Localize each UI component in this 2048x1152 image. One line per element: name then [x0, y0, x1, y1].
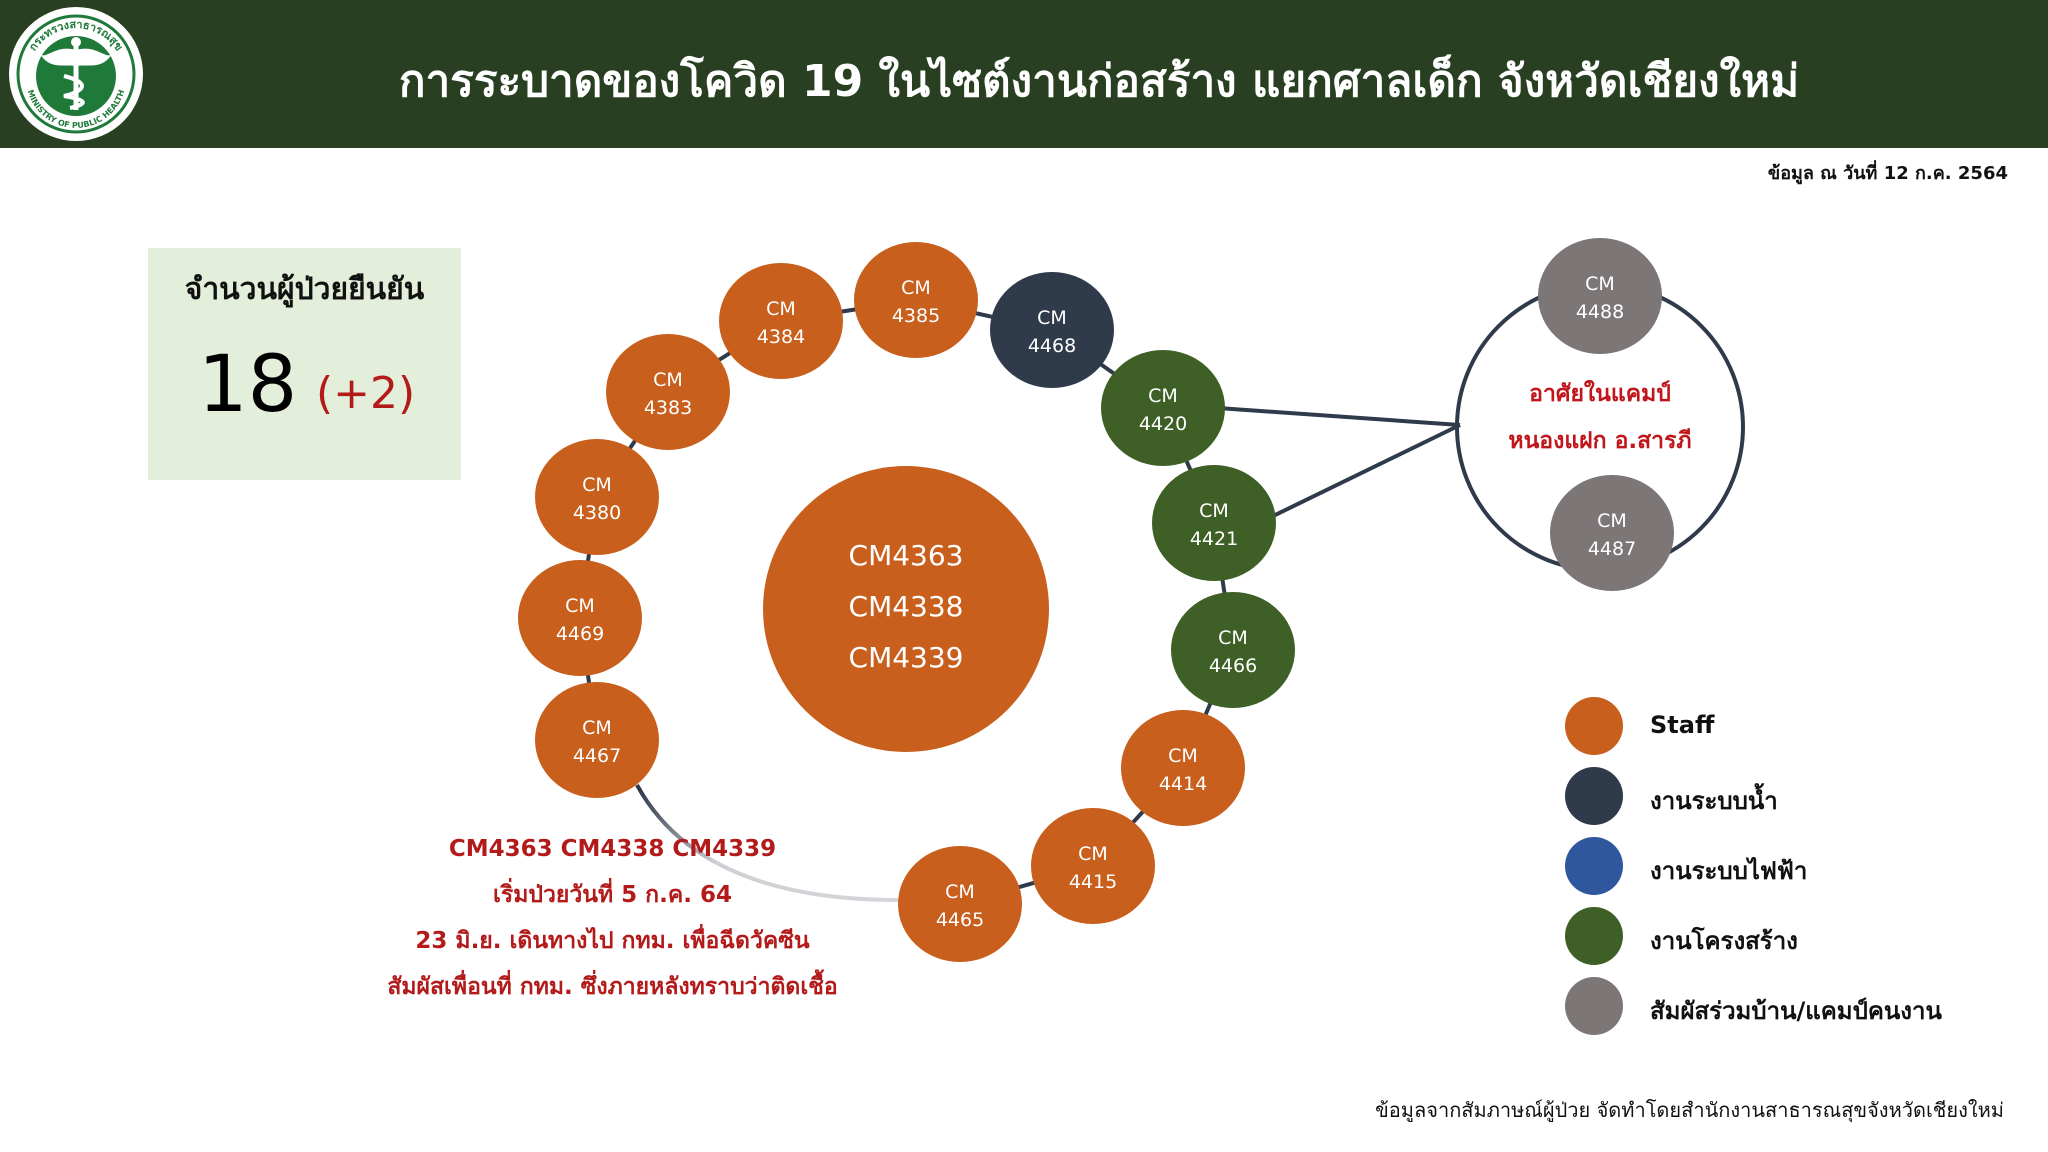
case-node-circle [535, 439, 659, 555]
case-node-id: 4466 [1209, 655, 1257, 677]
source-cluster-label: CM4363 [849, 539, 964, 572]
case-node-4487: CM 4487 [1550, 475, 1674, 591]
note-line: เริ่มป่วยวันที่ 5 ก.ค. 64 [493, 882, 732, 908]
case-node-4488: CM 4488 [1538, 238, 1662, 354]
legend-label: Staff [1650, 711, 1715, 739]
case-node-prefix: CM [1585, 273, 1615, 295]
case-node-prefix: CM [1597, 510, 1627, 532]
page-title: การระบาดของโควิด 19 ในไซต์งานก่อสร้าง แย… [398, 56, 1800, 107]
case-node-id: 4414 [1159, 773, 1207, 795]
camp-label: อาศัยในแคมป์ [1529, 379, 1671, 407]
case-node-4385: CM 4385 [854, 242, 978, 358]
case-node-prefix: CM [1037, 307, 1067, 329]
case-node-4383: CM 4383 [606, 334, 730, 450]
case-node-circle [535, 682, 659, 798]
case-node-4380: CM 4380 [535, 439, 659, 555]
case-node-prefix: CM [1078, 843, 1108, 865]
case-node-id: 4385 [892, 305, 940, 327]
case-node-id: 4383 [644, 397, 692, 419]
camp-link [1217, 406, 1461, 427]
case-node-prefix: CM [653, 369, 683, 391]
case-node-prefix: CM [1148, 385, 1178, 407]
case-node-id: 4415 [1069, 871, 1117, 893]
case-node-id: 4384 [757, 326, 805, 348]
case-node-4465: CM 4465 [898, 846, 1022, 962]
case-node-prefix: CM [945, 881, 975, 903]
case-node-4466: CM 4466 [1171, 592, 1295, 708]
legend-swatch [1565, 697, 1623, 755]
case-node-circle [1101, 350, 1225, 466]
case-node-id: 4465 [936, 909, 984, 931]
header-bar: กระทรวงสาธารณสุข MINISTRY OF PUBLIC HEAL… [0, 0, 2048, 148]
case-node-prefix: CM [582, 717, 612, 739]
case-node-circle [854, 242, 978, 358]
legend-label: งานโครงสร้าง [1650, 927, 1798, 955]
case-node-circle [990, 272, 1114, 388]
legend-swatch [1565, 907, 1623, 965]
case-node-circle [1171, 592, 1295, 708]
confirmed-cases-label: จำนวนผู้ป่วยยืนยัน [184, 272, 425, 307]
case-node-id: 4468 [1028, 335, 1076, 357]
case-node-circle [1031, 808, 1155, 924]
case-node-circle [1538, 238, 1662, 354]
confirmed-cases-box: จำนวนผู้ป่วยยืนยัน 18 (+2) [148, 248, 461, 480]
case-node-id: 4488 [1576, 301, 1624, 323]
case-node-prefix: CM [582, 474, 612, 496]
case-node-circle [1152, 465, 1276, 581]
source-cluster-circle [763, 466, 1049, 752]
case-node-4415: CM 4415 [1031, 808, 1155, 924]
case-node-prefix: CM [901, 277, 931, 299]
note-line: 23 มิ.ย. เดินทางไป กทม. เพื่อฉีดวัคซีน [415, 928, 810, 954]
camp-link [1268, 423, 1461, 520]
case-node-4469: CM 4469 [518, 560, 642, 676]
note-line: สัมผัสเพื่อนที่ กทม. ซึ่งภายหลังทราบว่าต… [387, 974, 838, 1000]
confirmed-cases-value: 18 [198, 340, 298, 430]
case-node-circle [518, 560, 642, 676]
case-node-circle [606, 334, 730, 450]
case-node-prefix: CM [1168, 745, 1198, 767]
case-node-4467: CM 4467 [535, 682, 659, 798]
contact-link [635, 784, 899, 902]
case-node-4468: CM 4468 [990, 272, 1114, 388]
camp-label: หนองแฝก อ.สารภี [1508, 428, 1691, 454]
note-line: CM4363 CM4338 CM4339 [448, 836, 777, 862]
legend-swatch [1565, 837, 1623, 895]
source-cluster-note: CM4363 CM4338 CM4339 เริ่มป่วยวันที่ 5 ก… [340, 826, 885, 1010]
case-node-id: 4487 [1588, 538, 1636, 560]
case-node-circle [1121, 710, 1245, 826]
source-cluster-label: CM4339 [849, 641, 964, 674]
case-node-prefix: CM [565, 595, 595, 617]
case-node-4421: CM 4421 [1152, 465, 1276, 581]
case-node-circle [898, 846, 1022, 962]
case-node-prefix: CM [1218, 627, 1248, 649]
case-node-prefix: CM [766, 298, 796, 320]
case-node-4414: CM 4414 [1121, 710, 1245, 826]
case-node-circle [1550, 475, 1674, 591]
legend-label: สัมผัสร่วมบ้าน/แคมป์คนงาน [1650, 997, 1942, 1025]
case-node-id: 4467 [573, 745, 621, 767]
case-node-prefix: CM [1199, 500, 1229, 522]
case-node-id: 4380 [573, 502, 621, 524]
legend-label: งานระบบน้ำ [1650, 787, 1778, 815]
confirmed-cases-delta: (+2) [316, 368, 416, 419]
legend-swatch [1565, 767, 1623, 825]
case-node-circle [719, 263, 843, 379]
data-date-note: ข้อมูล ณ วันที่ 12 ก.ค. 2564 [1767, 163, 2008, 184]
case-node-4384: CM 4384 [719, 263, 843, 379]
legend-swatch [1565, 977, 1623, 1035]
ministry-logo-icon: กระทรวงสาธารณสุข MINISTRY OF PUBLIC HEAL… [9, 7, 143, 141]
case-node-id: 4421 [1190, 528, 1238, 550]
case-node-4420: CM 4420 [1101, 350, 1225, 466]
legend-label: งานระบบไฟฟ้า [1650, 857, 1808, 885]
case-node-id: 4420 [1139, 413, 1187, 435]
source-cluster-label: CM4338 [849, 590, 964, 623]
case-node-id: 4469 [556, 623, 604, 645]
source-credit: ข้อมูลจากสัมภาษณ์ผู้ป่วย จัดทำโดยสำนักงา… [1375, 1098, 2004, 1122]
